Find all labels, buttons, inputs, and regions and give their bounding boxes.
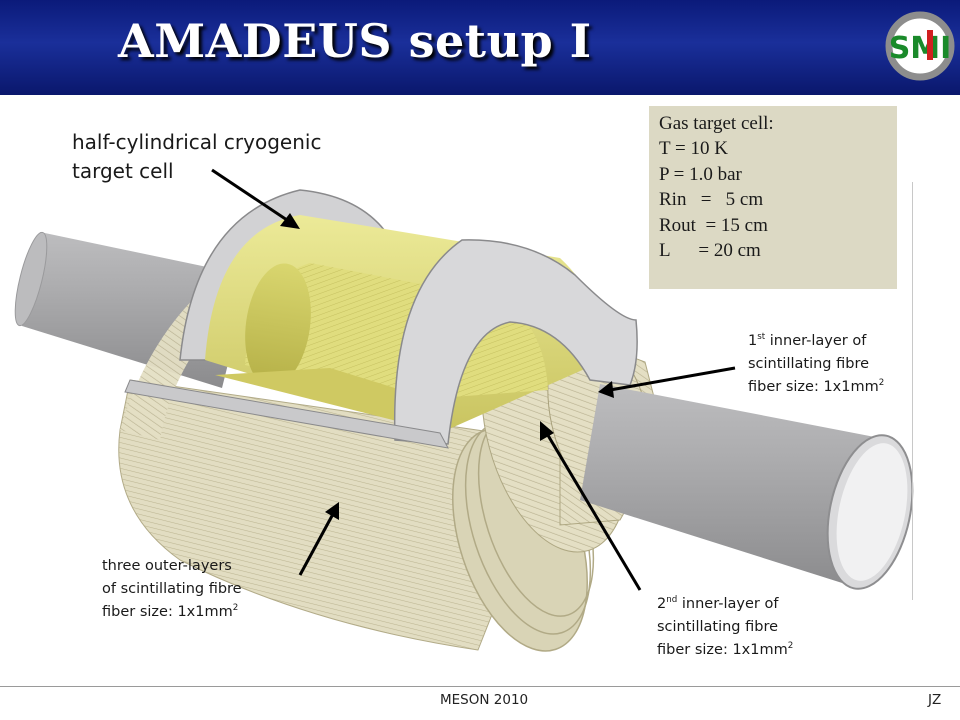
footer-author: JZ <box>928 692 942 708</box>
outer-layers-title: three outer-layers <box>102 558 232 574</box>
outer-layers-size: fiber size: 1x1mm2 <box>102 603 239 621</box>
inner-layer-2-title: 2nd inner-layer of <box>657 595 779 612</box>
target-cell-label: half-cylindrical cryogenic target cell <box>72 128 321 186</box>
inner-layer-1-label: 1st inner-layer of scintillating fibre f… <box>748 330 884 400</box>
outer-layers-material: of scintillating fibre <box>102 581 242 598</box>
target-cell-label-line: target cell <box>72 159 174 183</box>
footer-conference: MESON 2010 <box>440 692 529 708</box>
inner-layer-1-size: fiber size: 1x1mm2 <box>748 378 885 396</box>
gas-target-line: P = 1.0 bar <box>659 163 742 185</box>
slide-title: AMADEUS setup I <box>118 14 592 68</box>
inner-layer-2-size: fiber size: 1x1mm2 <box>657 641 794 659</box>
inner-layer-2-material: scintillating fibre <box>657 619 779 636</box>
footer-divider <box>0 686 960 687</box>
smi-logo: SMI <box>884 10 956 86</box>
gas-target-line: Rout = 15 cm <box>659 214 768 236</box>
smi-logo-text: SMI <box>889 31 952 66</box>
gas-target-line: Gas target cell: <box>659 113 774 134</box>
detector-illustration <box>14 168 914 652</box>
inner-layer-1-title: 1st inner-layer of <box>748 332 867 349</box>
title-bar: AMADEUS setup I SMI <box>0 0 960 95</box>
target-cell-label-line: half-cylindrical cryogenic <box>72 130 322 154</box>
outer-layers-label: three outer-layers of scintillating fibr… <box>102 555 242 625</box>
gas-target-line: Rin = 5 cm <box>659 189 764 211</box>
gas-target-line: L = 20 cm <box>659 240 761 262</box>
inner-layer-1-material: scintillating fibre <box>748 356 870 373</box>
gas-target-line: T = 10 K <box>659 138 728 160</box>
inner-layer-2-label: 2nd inner-layer of scintillating fibre f… <box>657 593 793 663</box>
image-edge-line <box>912 182 913 600</box>
gas-target-info-box: Gas target cell: T = 10 K P = 1.0 bar Ri… <box>649 106 897 289</box>
